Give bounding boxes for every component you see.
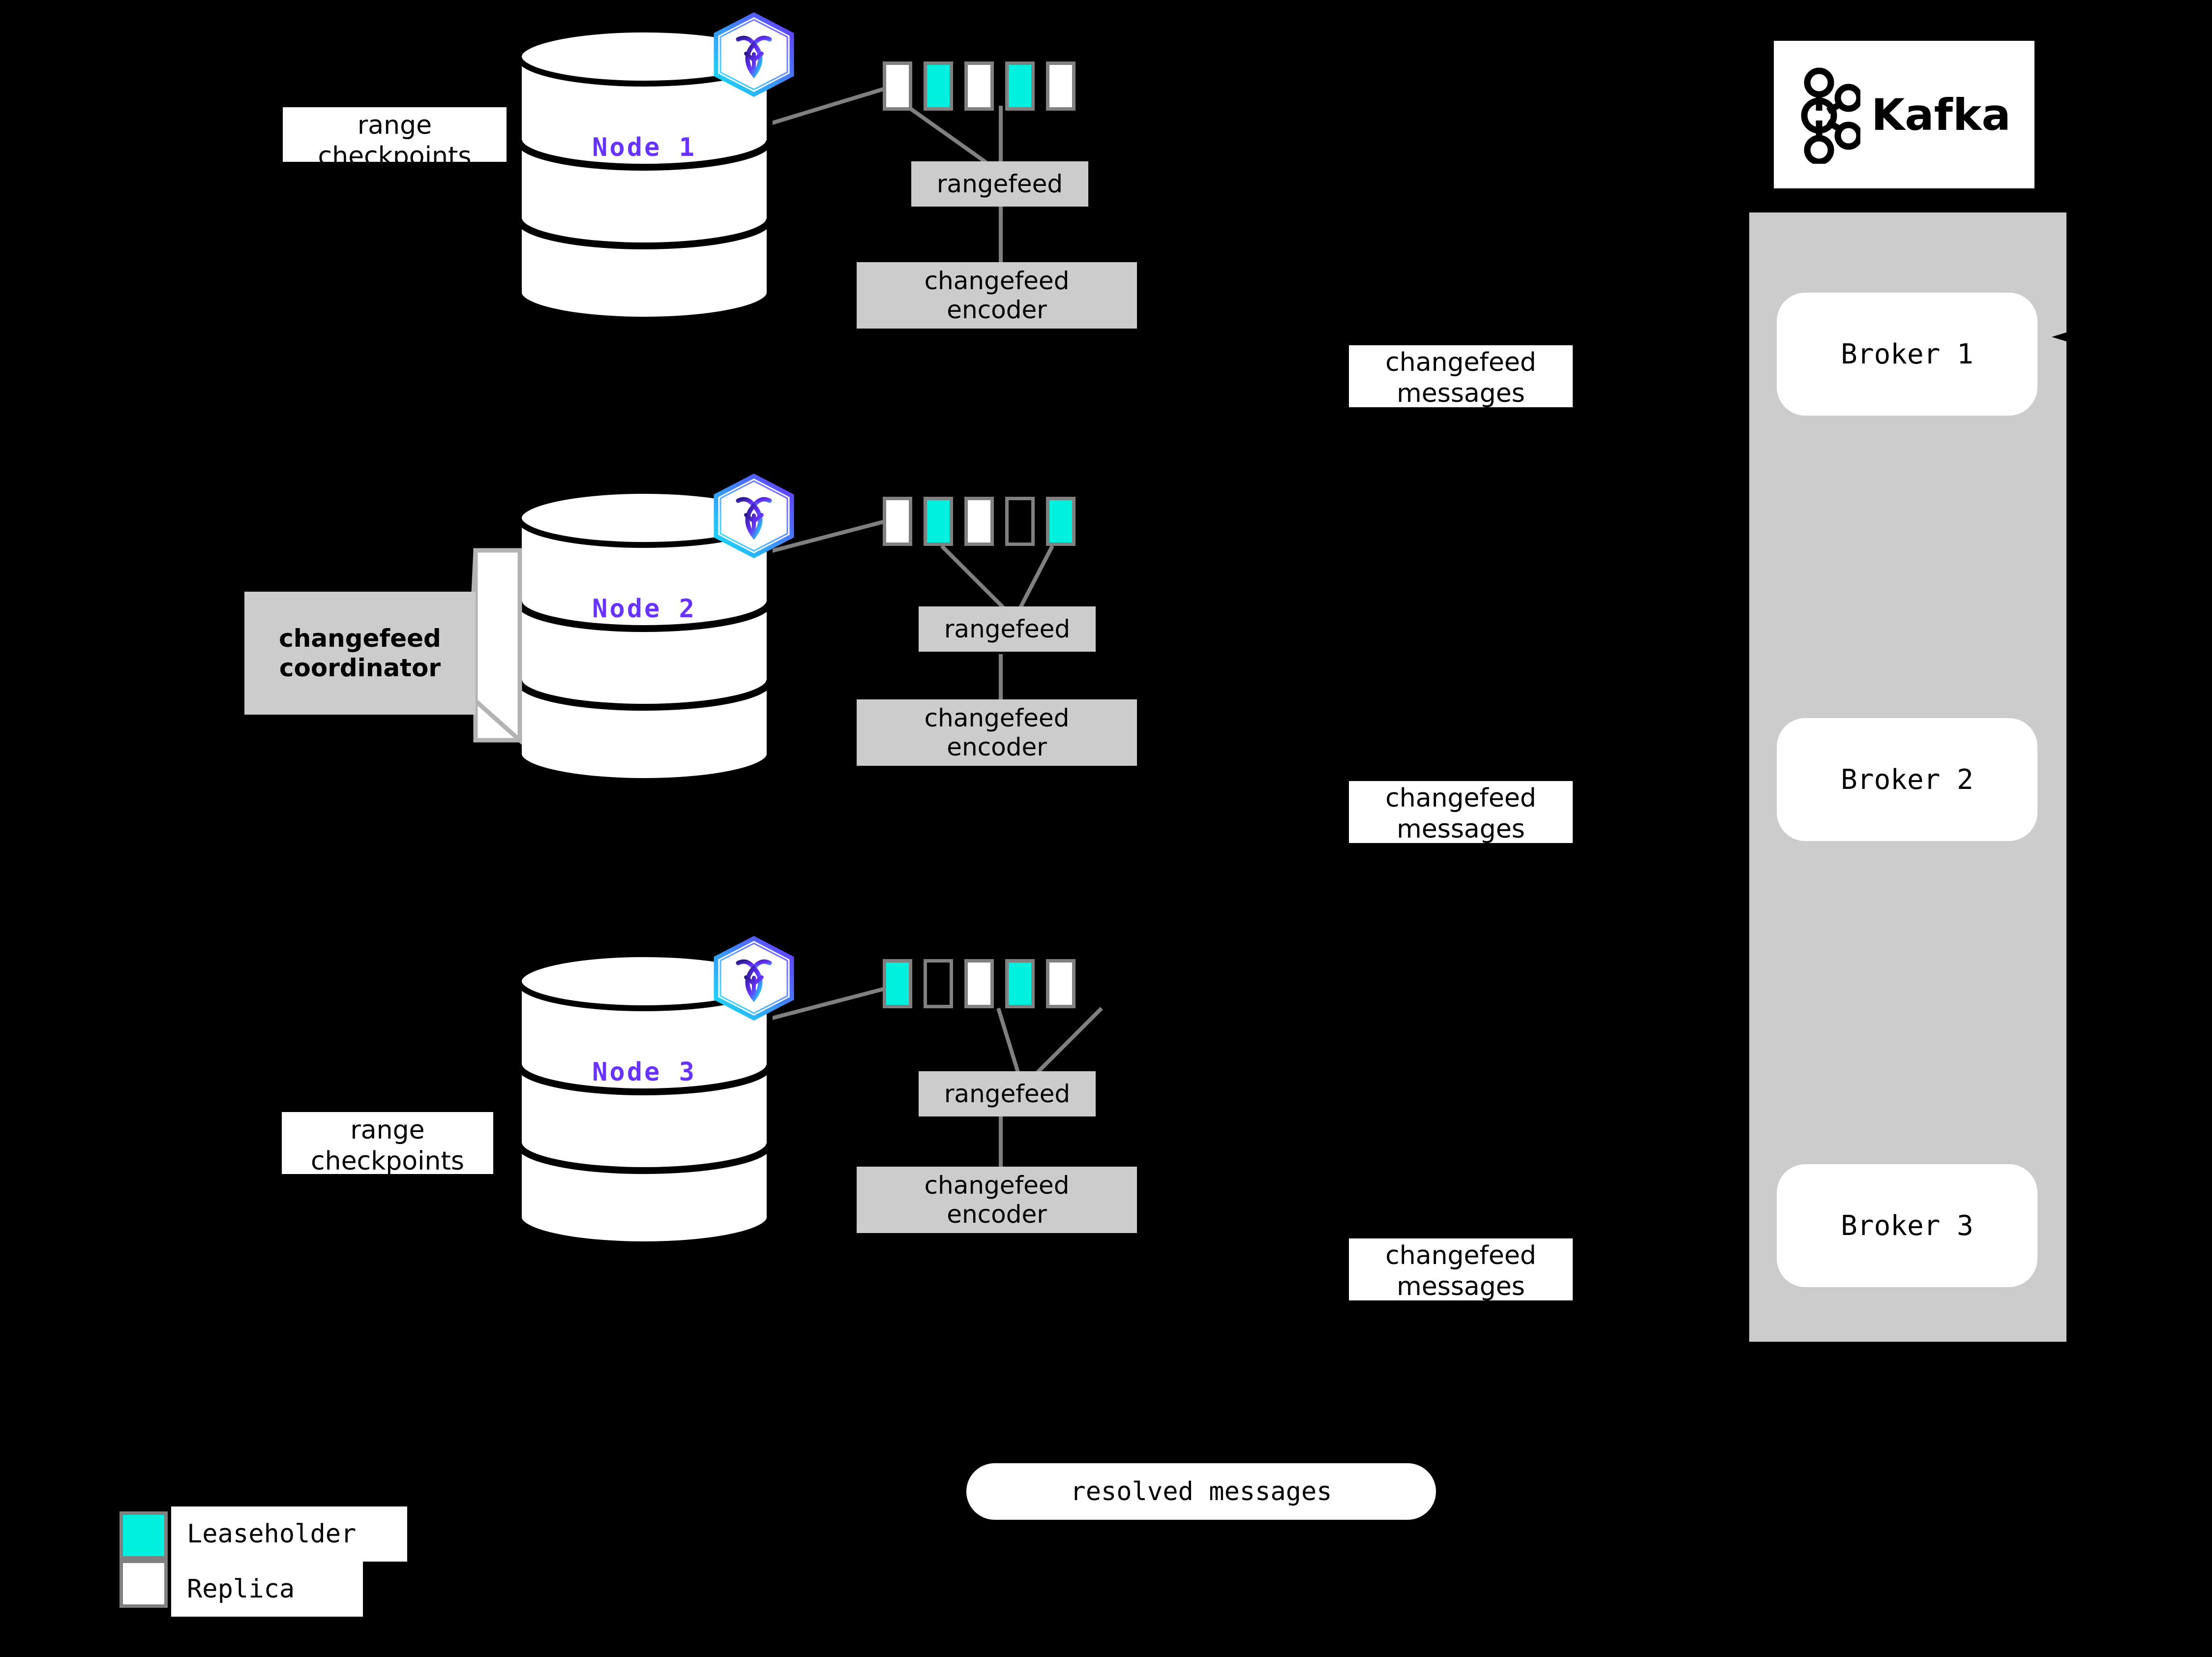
- kafka-logo-box: Kafka: [1774, 41, 2034, 188]
- range-leaseholder[interactable]: [1005, 959, 1035, 1008]
- broker-box-1[interactable]: Broker 1: [1777, 293, 2037, 416]
- range-replica[interactable]: [964, 959, 994, 1008]
- node-label-2: Node 2: [592, 594, 696, 624]
- changefeed-coordinator-callout: changefeed coordinator: [244, 543, 549, 748]
- cockroachdb-hex-icon: [710, 11, 798, 100]
- range-row-3: [883, 959, 1076, 1008]
- node-label-1: Node 1: [592, 133, 696, 162]
- messages-line1: changefeed: [1385, 783, 1536, 813]
- range-empty[interactable]: [924, 959, 953, 1008]
- changefeed-encoder-box-2[interactable]: changefeed encoder: [857, 699, 1137, 766]
- messages-line2: messages: [1397, 379, 1525, 407]
- changefeed-encoder-box-3[interactable]: changefeed encoder: [857, 1167, 1137, 1233]
- range-leaseholder[interactable]: [883, 959, 912, 1008]
- legend-swatch-replica: [120, 1560, 168, 1608]
- range-checkpoints-line1: range: [357, 111, 432, 140]
- range-checkpoints-label-1: range checkpoints: [283, 107, 507, 162]
- kafka-nodes-icon: [1801, 67, 1861, 164]
- changefeed-coordinator-box[interactable]: changefeed coordinator: [244, 592, 476, 715]
- rangefeed-box-2[interactable]: rangefeed: [919, 606, 1096, 652]
- rangefeed-box-1[interactable]: rangefeed: [911, 161, 1088, 207]
- changefeed-encoder-box-1[interactable]: changefeed encoder: [857, 262, 1137, 329]
- node-cylinder-2: Node 2: [514, 488, 775, 783]
- range-leaseholder[interactable]: [924, 497, 953, 546]
- broker-box-3[interactable]: Broker 3: [1777, 1164, 2037, 1287]
- legend-swatch-leaseholder: [120, 1511, 168, 1560]
- encoder-line1: changefeed: [924, 266, 1070, 295]
- range-checkpoints-line2: checkpoints: [311, 1146, 464, 1174]
- broker-box-2[interactable]: Broker 2: [1777, 718, 2037, 841]
- legend-label-leaseholder: Leaseholder: [171, 1506, 407, 1562]
- range-replica[interactable]: [1046, 61, 1076, 111]
- encoder-line1: changefeed: [924, 703, 1070, 732]
- range-replica[interactable]: [964, 497, 994, 546]
- coordinator-line1: changefeed: [279, 624, 441, 653]
- broker-inbound-arrow-1: [2052, 331, 2069, 342]
- range-leaseholder[interactable]: [1005, 61, 1035, 111]
- range-leaseholder[interactable]: [924, 61, 953, 111]
- resolved-messages-pill: resolved messages: [966, 1463, 1436, 1520]
- node-cylinder-1: Node 1: [514, 27, 775, 322]
- range-replica[interactable]: [964, 61, 994, 111]
- encoder-line2: encoder: [947, 1200, 1047, 1229]
- kafka-wordmark: Kafka: [1871, 89, 2011, 140]
- node-label-3: Node 3: [592, 1057, 696, 1087]
- legend-label-replica: Replica: [171, 1562, 363, 1617]
- messages-line2: messages: [1397, 1272, 1525, 1300]
- rangefeed-box-3[interactable]: rangefeed: [919, 1071, 1096, 1116]
- changefeed-messages-label-2: changefeed messages: [1349, 781, 1573, 843]
- coordinator-line2: coordinator: [279, 654, 441, 682]
- range-checkpoints-line1: range: [350, 1115, 425, 1145]
- range-row-1: [883, 61, 1076, 111]
- range-empty[interactable]: [1005, 497, 1035, 546]
- encoder-line1: changefeed: [924, 1171, 1070, 1200]
- changefeed-messages-label-1: changefeed messages: [1349, 345, 1573, 407]
- messages-line1: changefeed: [1385, 348, 1536, 377]
- cockroachdb-hex-icon: [710, 934, 798, 1024]
- messages-line2: messages: [1397, 814, 1525, 843]
- messages-line1: changefeed: [1385, 1241, 1536, 1270]
- range-checkpoints-label-3: range checkpoints: [282, 1112, 493, 1174]
- encoder-line2: encoder: [947, 732, 1047, 761]
- cockroachdb-hex-icon: [710, 472, 798, 562]
- range-checkpoints-line2: checkpoints: [318, 142, 472, 162]
- range-replica[interactable]: [883, 61, 912, 111]
- range-leaseholder[interactable]: [1046, 497, 1076, 546]
- changefeed-messages-label-3: changefeed messages: [1349, 1238, 1573, 1300]
- node-cylinder-3: Node 3: [514, 952, 775, 1247]
- range-replica[interactable]: [883, 497, 912, 546]
- range-replica[interactable]: [1046, 959, 1076, 1008]
- range-row-2: [883, 497, 1076, 546]
- encoder-line2: encoder: [947, 295, 1047, 324]
